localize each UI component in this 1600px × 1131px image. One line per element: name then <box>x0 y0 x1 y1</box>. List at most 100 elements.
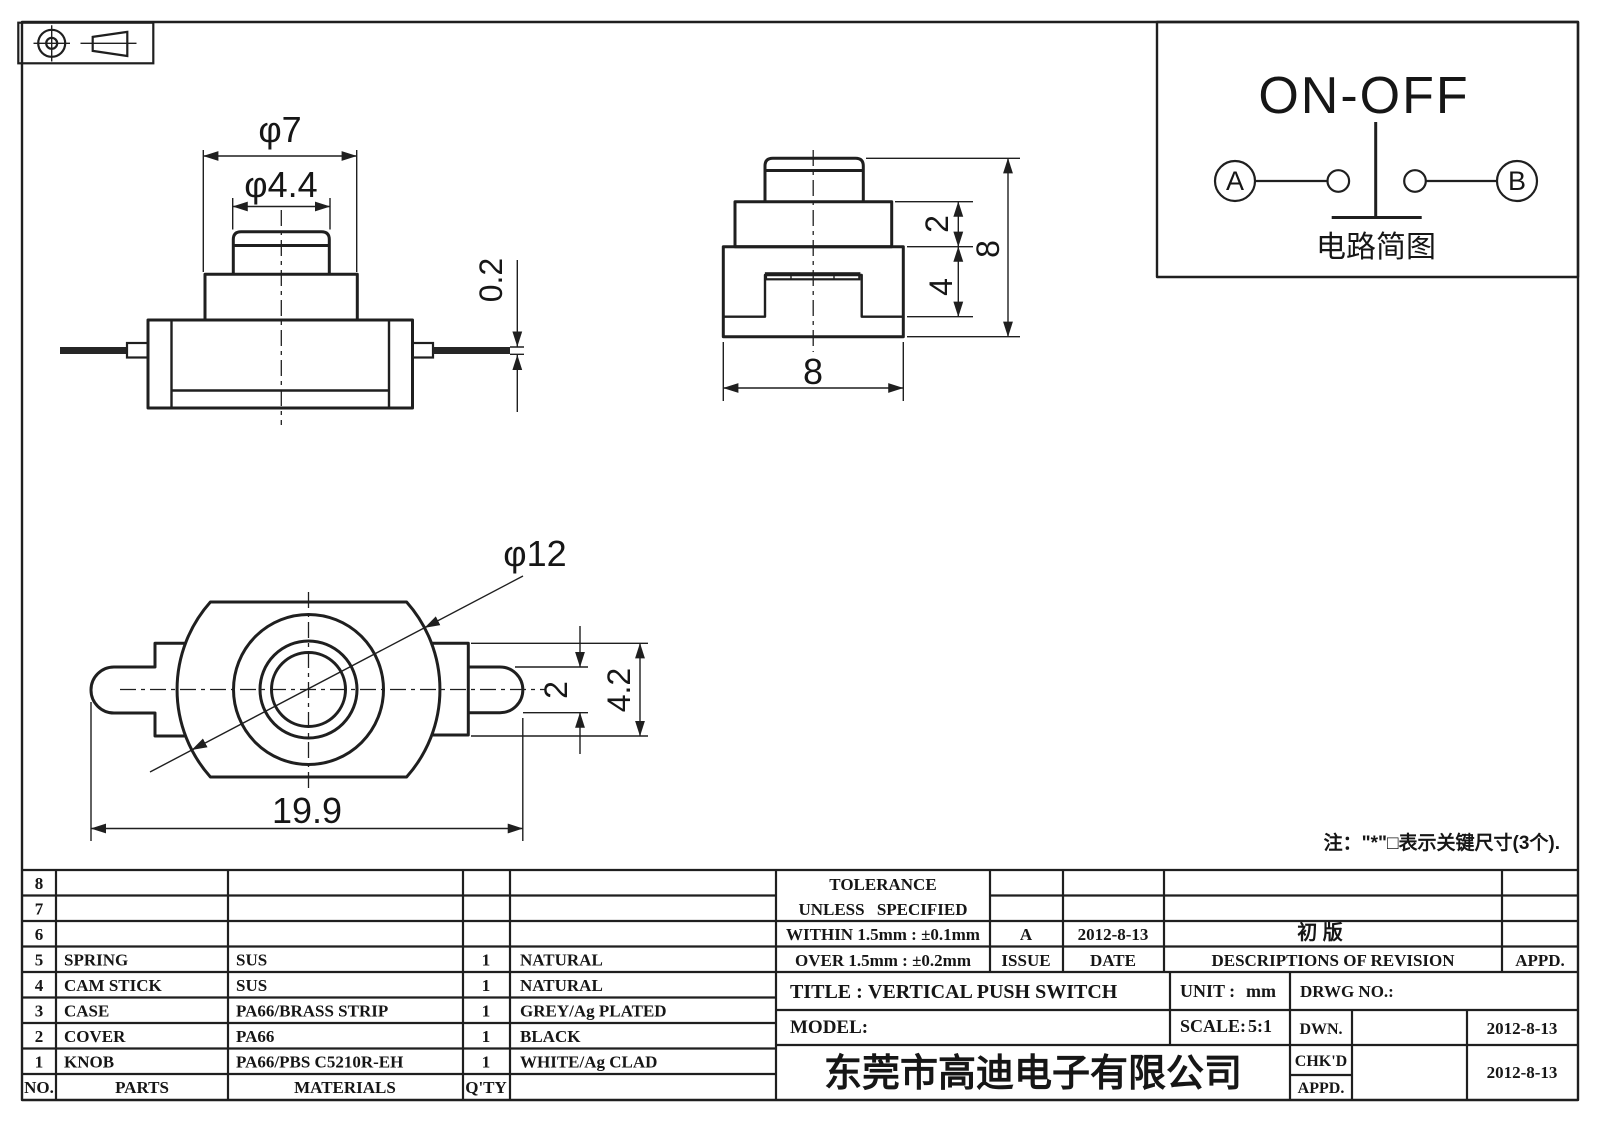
table-horizontal-lines <box>22 868 1578 1077</box>
lead-right <box>433 347 510 354</box>
scale-label: SCALE: <box>1180 1016 1246 1036</box>
parts-header-qty: Q'TY <box>465 1078 507 1097</box>
revision-block: TOLERANCE UNLESS SPECIFIED WITHIN 1.5mm … <box>786 875 1565 970</box>
dim-phi12-label: φ12 <box>503 533 566 574</box>
contact-right-circle <box>1403 169 1427 193</box>
parts-row-finish: NATURAL <box>520 976 603 995</box>
terminal-a-circle <box>1213 159 1257 203</box>
dwn-label: DWN. <box>1299 1021 1342 1038</box>
parts-row-name: SPRING <box>64 951 128 970</box>
dim-width8-label: 8 <box>803 351 823 392</box>
top-terminal-right <box>431 641 525 737</box>
phi12-leader-line <box>149 575 524 773</box>
parts-row-qty: 1 <box>482 1027 491 1046</box>
dim-term2-label: 2 <box>538 681 574 699</box>
phi12-arrow-lower <box>191 738 208 751</box>
parts-row-qty: 1 <box>482 976 491 995</box>
title-block-grid <box>22 868 1578 1100</box>
chkd-label: CHK'D <box>1295 1053 1347 1070</box>
issue-value: A <box>1020 925 1033 944</box>
circuit-caption: 电路简图 <box>1316 231 1436 264</box>
dim-02-label: 0.2 <box>473 258 509 302</box>
title-value: VERTICAL PUSH SWITCH <box>868 981 1118 1003</box>
parts-row-material: PA66/PBS C5210R-EH <box>236 1053 403 1072</box>
tolerance-title: TOLERANCE <box>829 875 936 894</box>
phi12-arrow-upper <box>424 616 441 629</box>
appd-column-label: APPD. <box>1515 951 1565 970</box>
contact-left-circle <box>1326 169 1351 193</box>
revision-description-label: DESCRIPTIONS OF REVISION <box>1211 951 1455 970</box>
drwg-no-label: DRWG NO.: <box>1300 982 1394 1001</box>
title-label: TITLE : <box>790 981 863 1003</box>
parts-row-no: 5 <box>35 951 44 970</box>
dim-phi44-label: φ4.4 <box>244 164 317 205</box>
parts-header-materials: MATERIALS <box>294 1078 396 1097</box>
title-block: TITLE : VERTICAL PUSH SWITCH UNIT : mm D… <box>790 981 1557 1097</box>
projection-symbol-box <box>17 21 155 65</box>
parts-row-qty: 1 <box>482 951 491 970</box>
tolerance-subtitle: UNLESS SPECIFIED <box>798 900 967 919</box>
top-extension-lines <box>90 642 648 841</box>
parts-row-no: 8 <box>35 874 44 893</box>
parts-row-finish: BLACK <box>520 1027 581 1046</box>
parts-row-name: CASE <box>64 1002 109 1021</box>
tolerance-within: WITHIN 1.5mm : ±0.1mm <box>786 925 980 944</box>
frustum-icon <box>80 30 137 58</box>
side-view: 2 4 8 8 <box>721 150 1020 401</box>
case-inner-lines <box>170 320 391 408</box>
dim-height8-label: 8 <box>970 240 1006 258</box>
terminal-b-circle <box>1495 159 1539 203</box>
parts-row-no: 7 <box>35 900 44 919</box>
front-view: φ7 φ4.4 0.2 <box>60 109 524 425</box>
parts-row-no: 1 <box>35 1053 44 1072</box>
top-view: φ12 2 4.2 19.9 <box>89 533 648 841</box>
projection-symbol <box>17 21 155 65</box>
parts-row-material: SUS <box>236 976 267 995</box>
unit-value: mm <box>1246 981 1276 1001</box>
parts-header-no: NO. <box>24 1078 54 1097</box>
parts-row-no: 3 <box>35 1002 44 1021</box>
parts-table: 8 7 6 5 4 3 2 1 SPRING CAM STICK CASE CO… <box>24 874 666 1097</box>
key-dimension-note: 注："*"□表示关键尺寸(3个). <box>1324 831 1560 854</box>
model-label: MODEL: <box>790 1017 868 1038</box>
dim-phi7-label: φ7 <box>258 109 301 150</box>
lead-left <box>60 347 127 354</box>
scale-value: 5:1 <box>1248 1016 1272 1036</box>
target-icon <box>33 25 70 62</box>
parts-row-finish: NATURAL <box>520 951 603 970</box>
chkd-date: 2012-8-13 <box>1487 1063 1558 1082</box>
parts-row-name: KNOB <box>64 1053 114 1072</box>
issue-label: ISSUE <box>1001 951 1050 970</box>
parts-row-material: SUS <box>236 951 267 970</box>
parts-row-finish: WHITE/Ag CLAD <box>520 1053 657 1072</box>
front-extension-lines <box>202 150 358 272</box>
parts-row-material: PA66/BRASS STRIP <box>236 1002 388 1021</box>
dim-case4-label: 4 <box>923 278 959 296</box>
parts-row-qty: 1 <box>482 1002 491 1021</box>
sheet-border <box>20 20 1580 1102</box>
parts-row-no: 4 <box>35 976 44 995</box>
parts-row-name: CAM STICK <box>64 976 163 995</box>
dim-shoulder42-label: 4.2 <box>601 668 637 712</box>
dim-length199-label: 19.9 <box>272 790 342 831</box>
company-name: 东莞市高迪电子有限公司 <box>824 1053 1242 1095</box>
table-vertical-lines <box>54 870 1504 1100</box>
side-knob-outline <box>763 156 865 202</box>
parts-row-material: PA66 <box>236 1027 274 1046</box>
revision-date-value: 2012-8-13 <box>1078 925 1149 944</box>
case-outline <box>146 318 414 410</box>
unit-label: UNIT : <box>1180 981 1235 1001</box>
terminal-b-label: B <box>1508 166 1526 196</box>
top-body-outline <box>175 600 442 779</box>
circuit-diagram: ON-OFF A B 电路简图 <box>1155 20 1580 279</box>
appd-label: APPD. <box>1298 1080 1345 1097</box>
terminal-a-label: A <box>1226 166 1244 196</box>
parts-header-parts: PARTS <box>115 1078 169 1097</box>
top-middle-circle <box>258 639 359 740</box>
dwn-date: 2012-8-13 <box>1487 1019 1558 1038</box>
contact-strip-notches <box>790 273 835 280</box>
parts-row-name: COVER <box>64 1027 126 1046</box>
parts-row-qty: 1 <box>482 1053 491 1072</box>
